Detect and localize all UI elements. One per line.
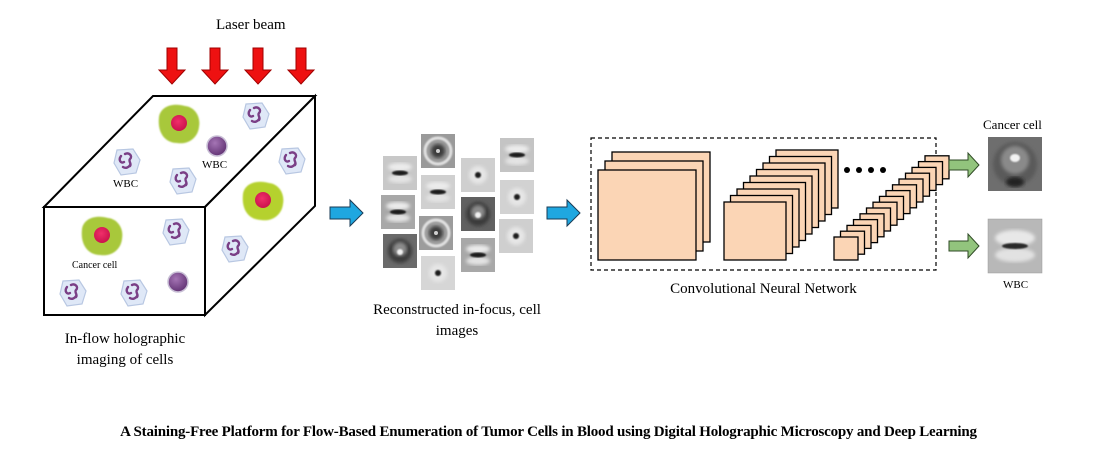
reconstructed-images bbox=[381, 134, 534, 290]
cnn-layer-stack-2 bbox=[723, 149, 839, 261]
cnn-layer-stack-1 bbox=[597, 151, 711, 261]
neutrophil-icon bbox=[221, 235, 249, 263]
wbc-label: WBC bbox=[202, 159, 228, 171]
neutrophil-icon bbox=[113, 148, 141, 176]
laser-arrow-icon bbox=[157, 47, 187, 85]
cancer-cell-label: Cancer cell bbox=[72, 260, 118, 271]
laser-beam-label: Laser beam bbox=[216, 17, 286, 33]
laser-arrow-icon bbox=[243, 47, 273, 85]
neutrophil-icon bbox=[162, 218, 190, 246]
cell-image-tile bbox=[500, 180, 534, 214]
cancer-cell-icon bbox=[242, 181, 284, 221]
cell-image-tile bbox=[421, 175, 455, 209]
neutrophil-icon bbox=[120, 279, 148, 307]
wbc-label: WBC bbox=[113, 178, 139, 190]
cell-image-tile bbox=[383, 156, 417, 190]
figure-title: A Staining-Free Platform for Flow-Based … bbox=[120, 424, 977, 440]
cell-image-tile bbox=[499, 219, 533, 253]
ellipsis-dots bbox=[844, 167, 886, 173]
output-image-cancer-cell bbox=[988, 137, 1042, 191]
flow-arrow-icon bbox=[329, 198, 364, 228]
laser-arrows bbox=[157, 47, 316, 85]
lymphocyte-icon bbox=[206, 135, 228, 157]
output-arrow-icon bbox=[948, 151, 980, 179]
cnn-layer-stack-3 bbox=[833, 155, 950, 261]
stage1-caption: In-flow holographic imaging of cells bbox=[40, 329, 210, 371]
cell-image-tile bbox=[419, 216, 453, 250]
stage1-caption-line2: imaging of cells bbox=[76, 352, 174, 368]
laser-arrow-icon bbox=[286, 47, 316, 85]
stage1-caption-line1: In-flow holographic bbox=[64, 331, 186, 347]
neutrophil-icon bbox=[242, 102, 270, 130]
cell-image-tile bbox=[421, 256, 455, 290]
neutrophil-icon bbox=[59, 279, 87, 307]
output-label-cancer-cell: Cancer cell bbox=[983, 117, 1042, 132]
laser-arrow-icon bbox=[200, 47, 230, 85]
cancer-cell-icon bbox=[158, 104, 200, 144]
feature-map bbox=[597, 169, 697, 261]
output-arrow-icon bbox=[948, 232, 980, 260]
cell-image-tile bbox=[381, 195, 415, 229]
feature-map bbox=[723, 201, 787, 261]
cell-image-tile bbox=[383, 234, 417, 268]
neutrophil-icon bbox=[169, 167, 197, 195]
cell-image-tile bbox=[421, 134, 455, 168]
neutrophil-icon bbox=[278, 147, 306, 175]
cell-image-tile bbox=[461, 197, 495, 231]
cnn-caption: Convolutional Neural Network bbox=[670, 281, 857, 297]
cancer-cell-icon bbox=[81, 216, 123, 256]
stage2-caption-line2: images bbox=[435, 323, 479, 339]
cnn-layers bbox=[597, 149, 950, 261]
cell-image-tile bbox=[461, 238, 495, 272]
flow-arrow-icon bbox=[546, 198, 581, 228]
cell-image-tile bbox=[461, 158, 495, 192]
cell-image-tile bbox=[500, 138, 534, 172]
stage2-caption: Reconstructed in-focus, cell images bbox=[357, 300, 557, 342]
feature-map bbox=[833, 236, 859, 261]
stage2-caption-line1: Reconstructed in-focus, cell bbox=[373, 302, 541, 318]
lymphocyte-icon bbox=[167, 271, 189, 293]
output-image-wbc bbox=[987, 218, 1043, 274]
output-label-wbc: WBC bbox=[1003, 279, 1029, 291]
